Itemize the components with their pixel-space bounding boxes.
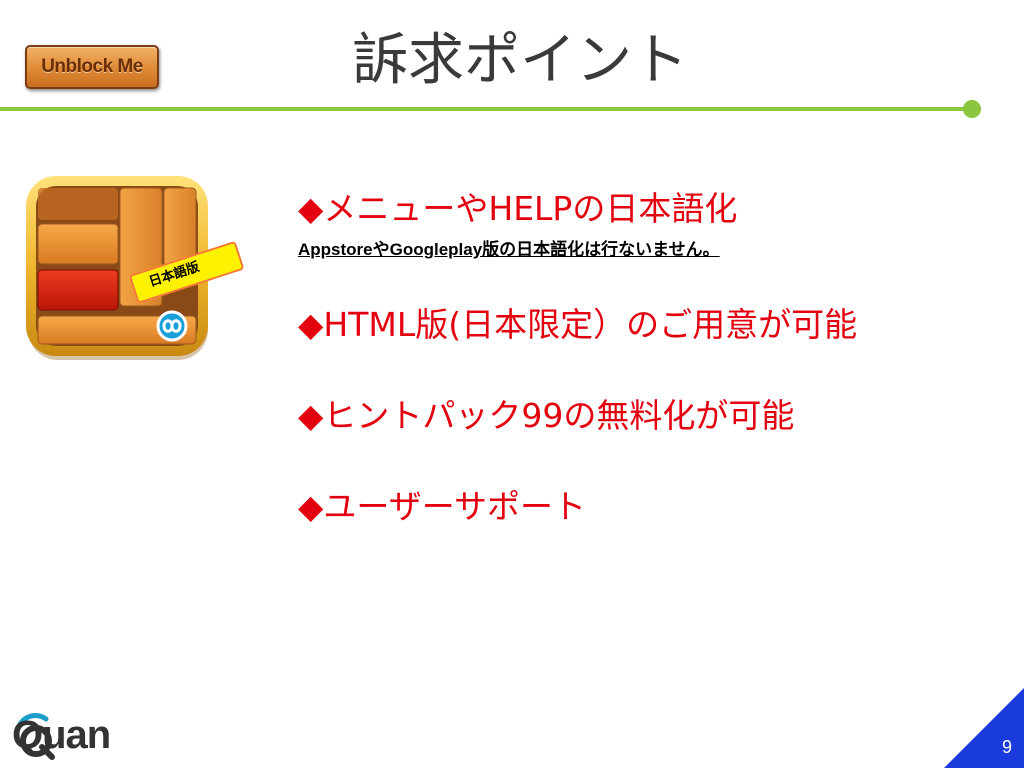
bullet-item-user-support: ◆ユーザーサポート bbox=[298, 486, 988, 529]
bullet-list: ◆メニューやHELPの日本語化 AppstoreやGoogleplay版の日本語… bbox=[298, 188, 988, 529]
slide-title: 訴求ポイント bbox=[352, 28, 688, 93]
bullet-text: ◆HTML版(日本限定）のご用意が可能 bbox=[298, 304, 858, 344]
bullet-text: ◆ヒントパック99の無料化が可能 bbox=[298, 395, 795, 435]
page-number: 9 bbox=[1001, 737, 1012, 757]
app-icon: 日本語版 bbox=[26, 176, 244, 360]
app-icon-graphic bbox=[26, 176, 244, 360]
title-divider-dot bbox=[963, 100, 981, 118]
unblock-me-logo: Unblock Me bbox=[25, 45, 159, 89]
bullet-item-hint-pack: ◆ヒントパック99の無料化が可能 bbox=[298, 395, 988, 438]
quan-logo: Quan bbox=[12, 707, 152, 763]
bullet-sub-note: AppstoreやGoogleplay版の日本語化は行ないません。 bbox=[298, 239, 720, 259]
logo-text: Unblock Me bbox=[41, 56, 143, 77]
quan-logo-mark bbox=[15, 713, 55, 760]
quan-brand-text: Quan bbox=[12, 713, 111, 757]
title-divider bbox=[0, 107, 972, 111]
bullet-item-html-version: ◆HTML版(日本限定）のご用意が可能 bbox=[298, 304, 988, 347]
bullet-item-japanese-localization: ◆メニューやHELPの日本語化 AppstoreやGoogleplay版の日本語… bbox=[298, 188, 988, 260]
bullet-text: ◆メニューやHELPの日本語化 bbox=[298, 189, 738, 228]
bullet-text: ◆ユーザーサポート bbox=[298, 486, 587, 526]
page-corner-tab bbox=[944, 688, 1024, 768]
